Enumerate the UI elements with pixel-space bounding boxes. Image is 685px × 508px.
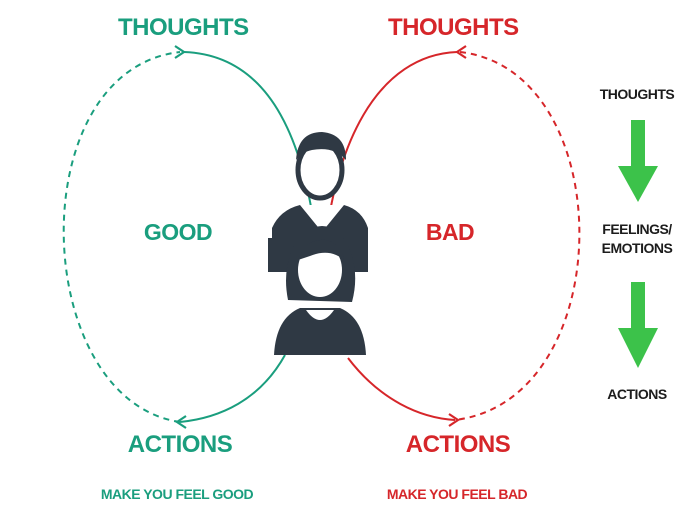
- bad-center-label: BAD: [425, 219, 475, 245]
- bad-caption: MAKE YOU FEEL BAD: [386, 486, 528, 502]
- bad-loop-bottom-arrowhead: [448, 413, 460, 427]
- flow-step-actions: ACTIONS: [607, 386, 667, 402]
- bad-thoughts-label: THOUGHTS: [388, 14, 519, 41]
- flow-arrow-1: [618, 120, 658, 202]
- bad-actions-label: ACTIONS: [405, 431, 511, 458]
- good-center-label: GOOD: [143, 219, 213, 245]
- good-caption: MAKE YOU FEEL GOOD: [100, 486, 254, 502]
- good-thoughts-label: THOUGHTS: [118, 14, 249, 41]
- flow-step-feelings: FEELINGS/ EMOTIONS: [601, 221, 673, 256]
- woman-avatar-icon: [274, 226, 366, 355]
- flow-step-thoughts: THOUGHTS: [599, 86, 675, 102]
- good-actions-label: ACTIONS: [127, 431, 233, 458]
- bad-loop-solid-lower-curve: [347, 357, 456, 421]
- good-loop-bottom-arrowhead: [175, 415, 187, 429]
- good-loop-solid-up-curve: [179, 354, 286, 423]
- flow-arrow-2: [618, 282, 658, 368]
- good-loop-dashed-arc: [62, 51, 181, 423]
